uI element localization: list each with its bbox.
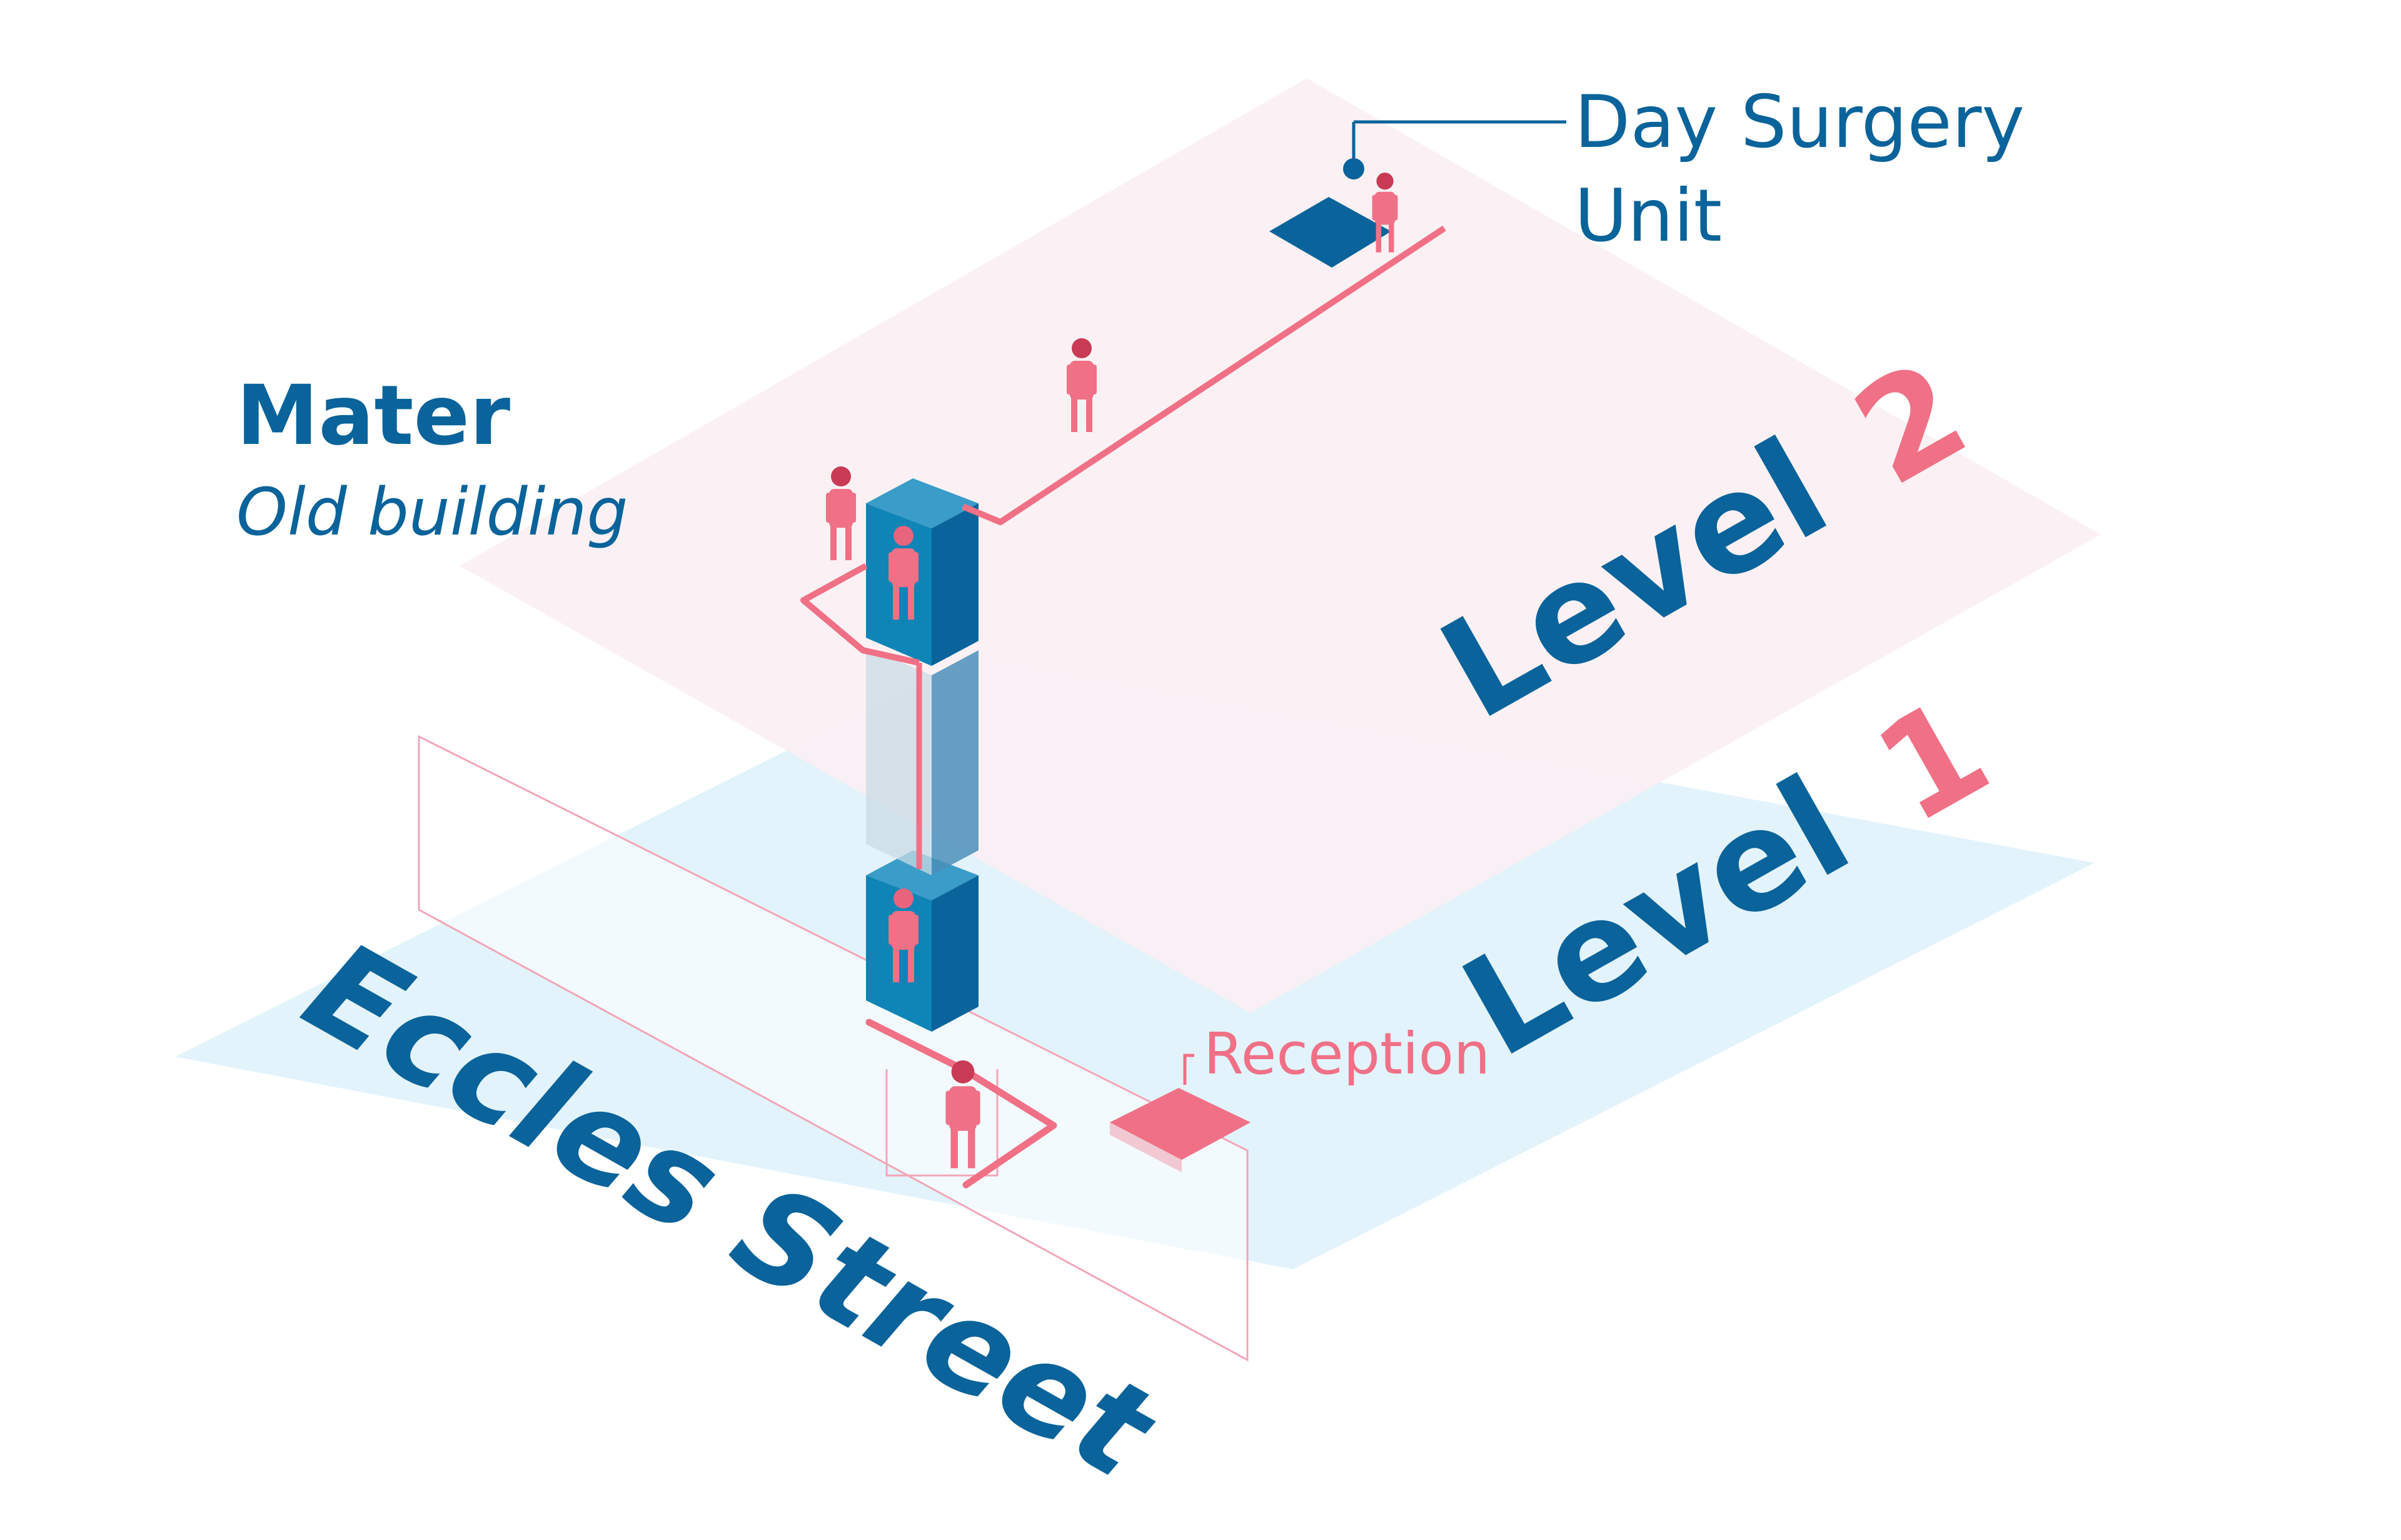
person-icon bbox=[888, 888, 919, 982]
lift-level-1 bbox=[866, 850, 979, 1032]
entrance-outline bbox=[885, 1069, 999, 1177]
route-level-2-corridor bbox=[962, 225, 1446, 525]
person-icon bbox=[1372, 173, 1398, 253]
person-icon bbox=[826, 466, 856, 560]
lift-shaft bbox=[866, 647, 979, 875]
person-icon bbox=[1067, 338, 1097, 432]
day-surgery-marker bbox=[1269, 120, 1566, 268]
person-icon bbox=[888, 526, 919, 620]
mater-subtitle: Old building bbox=[236, 474, 628, 550]
people-layer bbox=[826, 173, 1398, 1169]
day-surgery-label-line1: Day Surgery bbox=[1574, 80, 2025, 164]
reception-marker bbox=[1110, 1054, 1251, 1172]
route-level-1 bbox=[865, 1019, 1057, 1189]
location-marker-icon bbox=[1343, 158, 1364, 179]
person-icon bbox=[945, 1060, 980, 1169]
street-facade-wall bbox=[418, 735, 1249, 1362]
lift-level-2 bbox=[866, 478, 979, 666]
route-level-2 bbox=[800, 563, 920, 666]
reception-label: Reception bbox=[1204, 1020, 1490, 1087]
mater-title: Mater bbox=[236, 368, 510, 464]
level-1-floor bbox=[175, 655, 2095, 1269]
day-surgery-label-line2: Unit bbox=[1574, 174, 1722, 258]
